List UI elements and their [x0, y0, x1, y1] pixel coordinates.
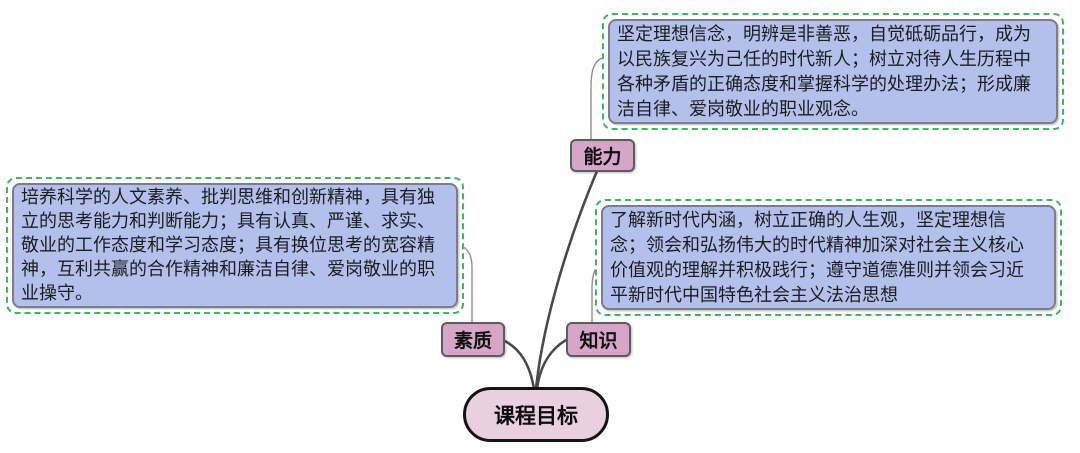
branch-node-knowledge[interactable]: 知识 [566, 322, 631, 357]
knowledge-description-box[interactable]: 了解新时代内涵，树立正确的人生观，坚定理想信 念；领会和弘扬伟大的时代精神加深对… [595, 199, 1062, 316]
branch-node-ability[interactable]: 能力 [570, 139, 635, 172]
root-node-course-objectives[interactable]: 课程目标 [463, 387, 609, 442]
edge-quality-to-root [501, 338, 536, 391]
ability-description-box[interactable]: 坚定理想信念，明辨是非善恶，自觉砥砺品行，成为 以民族复兴为己任的时代新人；树立… [602, 13, 1064, 130]
knowledge-description-inner: 了解新时代内涵，树立正确的人生观，坚定理想信 念；领会和弘扬伟大的时代精神加深对… [601, 205, 1056, 310]
quality-description-inner: 培养科学的人文素养、批判思维和创新精神，具有独 立的思考能力和判断能力；具有认真… [12, 183, 458, 308]
edge-ability-to-root [534, 169, 599, 391]
branch-node-quality[interactable]: 素质 [441, 322, 505, 357]
edge-knowledge-to-root [535, 338, 568, 391]
ability-description-inner: 坚定理想信念，明辨是非善恶，自觉砥砺品行，成为 以民族复兴为己任的时代新人；树立… [608, 19, 1058, 124]
knowledge-description-text: 了解新时代内涵，树立正确的人生观，坚定理想信 念；领会和弘扬伟大的时代精神加深对… [610, 209, 1024, 306]
quality-description-box[interactable]: 培养科学的人文素养、批判思维和创新精神，具有独 立的思考能力和判断能力；具有认真… [6, 177, 464, 314]
ability-description-text: 坚定理想信念，明辨是非善恶，自觉砥砺品行，成为 以民族复兴为己任的时代新人；树立… [617, 23, 1031, 120]
quality-description-text: 培养科学的人文素养、批判思维和创新精神，具有独 立的思考能力和判断能力；具有认真… [21, 186, 435, 304]
